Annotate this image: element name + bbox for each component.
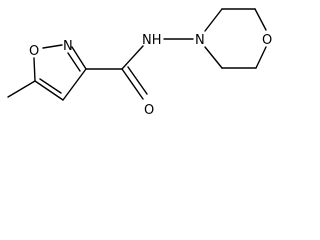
bond-o1-n2 — [42, 44, 63, 49]
morpholine-oxygen-label: O — [262, 33, 272, 48]
bond-n2-c3-inner — [67, 52, 81, 72]
bond-c-o-upper — [254, 8, 267, 31]
ring-nitrogen-label: N — [63, 39, 73, 54]
amide-nh-label: NH — [142, 33, 162, 48]
bond-n2-c3 — [71, 46, 87, 70]
bond-c3-c4 — [62, 68, 87, 101]
bond-c4-c5 — [34, 80, 64, 101]
bond-c-n-lower — [204, 46, 223, 69]
ring-oxygen-label: O — [29, 44, 39, 59]
carbonyl-oxygen-label: O — [144, 103, 154, 118]
bond-lines — [7, 8, 267, 101]
bond-carbonyl-nh — [121, 45, 144, 70]
atom-labels: O N O NH N O — [29, 33, 272, 118]
bond-c5-o1 — [33, 57, 36, 82]
bond-o-c-lower — [255, 46, 267, 69]
bond-carbonyl-o-inner — [127, 66, 148, 95]
bond-n-c-upper — [204, 8, 223, 32]
bond-carbonyl-o — [121, 68, 144, 100]
bond-methyl-c5 — [7, 80, 36, 98]
bond-c4-c5-inner — [39, 78, 62, 94]
morpholine-nitrogen-label: N — [195, 33, 205, 48]
structure-diagram: O N O NH N O — [7, 8, 272, 118]
